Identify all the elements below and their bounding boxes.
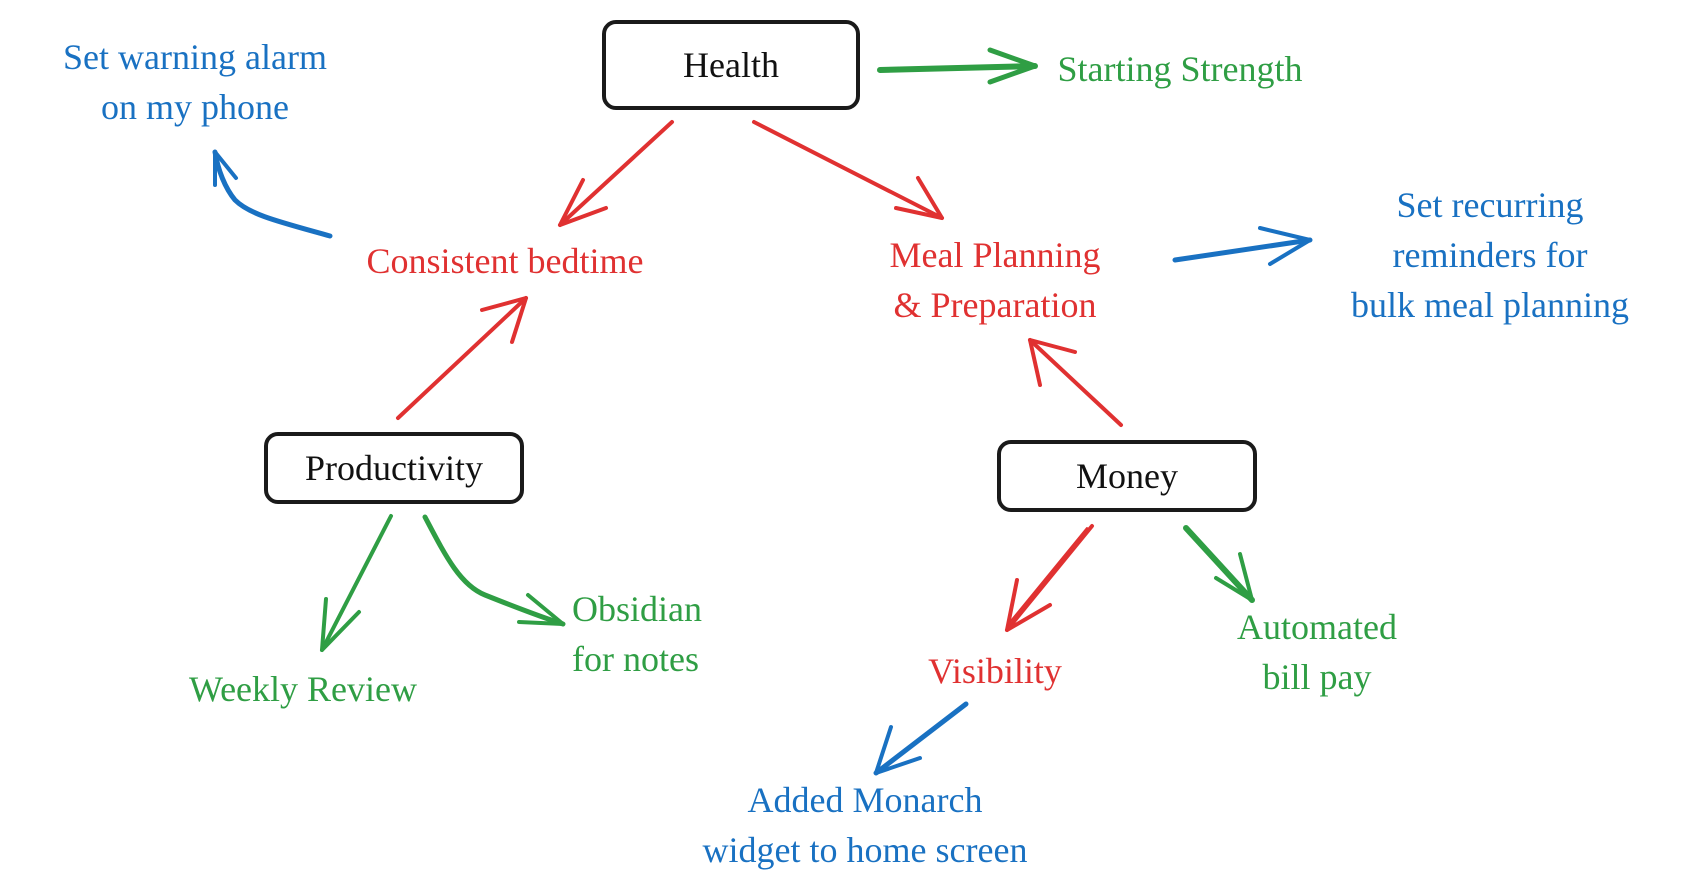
habit-label: Weekly Review	[188, 669, 418, 709]
category-node-health[interactable]: Health	[602, 20, 860, 110]
habit-starting-strength[interactable]: Starting Strength	[1040, 44, 1320, 94]
arrow-meal-planning-to-reminders	[1172, 226, 1313, 266]
arrow-health-to-bedtime	[558, 120, 674, 227]
action-monarch-widget[interactable]: Added Monarch widget to home screen	[680, 775, 1050, 875]
arrow-visibility-to-monarch	[873, 701, 969, 776]
category-label-money: Money	[1076, 456, 1178, 496]
habit-label-line: bill pay	[1262, 657, 1372, 697]
action-label-line: on my phone	[101, 87, 289, 127]
arrow-health-to-starting-strength	[877, 47, 1038, 85]
habit-automated-bill-pay[interactable]: Automated bill pay	[1222, 602, 1412, 702]
category-label-productivity: Productivity	[305, 448, 483, 488]
action-label-line: reminders for	[1392, 235, 1588, 275]
arrow-productivity-to-bedtime	[396, 296, 528, 420]
action-label-line: Set warning alarm	[63, 37, 327, 77]
action-label-line: Set recurring	[1396, 185, 1584, 225]
goal-meal-planning[interactable]: Meal Planning & Preparation	[860, 230, 1130, 330]
action-label-line: Added Monarch	[747, 780, 983, 820]
goal-label-line: Meal Planning	[889, 235, 1101, 275]
arrow-bedtime-to-alarm	[212, 149, 333, 239]
goal-label: Visibility	[928, 651, 1062, 691]
habit-label-line: Automated	[1237, 607, 1397, 647]
goal-consistent-bedtime[interactable]: Consistent bedtime	[340, 236, 670, 286]
action-label-line: widget to home screen	[702, 830, 1028, 870]
category-node-money[interactable]: Money	[997, 440, 1257, 512]
arrow-money-to-automated-bill-pay	[1183, 525, 1255, 603]
habit-label-line: Obsidian	[572, 589, 702, 629]
arrow-money-to-visibility	[1005, 524, 1094, 632]
arrow-health-to-meal-planning	[752, 120, 944, 220]
action-label-line: bulk meal planning	[1351, 285, 1629, 325]
habit-weekly-review[interactable]: Weekly Review	[168, 664, 438, 714]
arrow-productivity-to-obsidian	[422, 514, 566, 627]
category-label-health: Health	[683, 45, 779, 85]
arrow-money-to-meal-planning	[1028, 338, 1123, 427]
habit-label-line: for notes	[572, 639, 699, 679]
action-warning-alarm[interactable]: Set warning alarm on my phone	[40, 32, 350, 132]
habit-obsidian[interactable]: Obsidian for notes	[572, 584, 732, 684]
habit-label: Starting Strength	[1057, 49, 1303, 89]
action-recurring-reminders[interactable]: Set recurring reminders for bulk meal pl…	[1330, 180, 1650, 330]
arrow-productivity-to-weekly-review	[320, 514, 393, 652]
category-node-productivity[interactable]: Productivity	[264, 432, 524, 504]
goal-label-line: & Preparation	[893, 285, 1097, 325]
goal-label: Consistent bedtime	[366, 241, 644, 281]
goal-visibility[interactable]: Visibility	[900, 646, 1090, 696]
